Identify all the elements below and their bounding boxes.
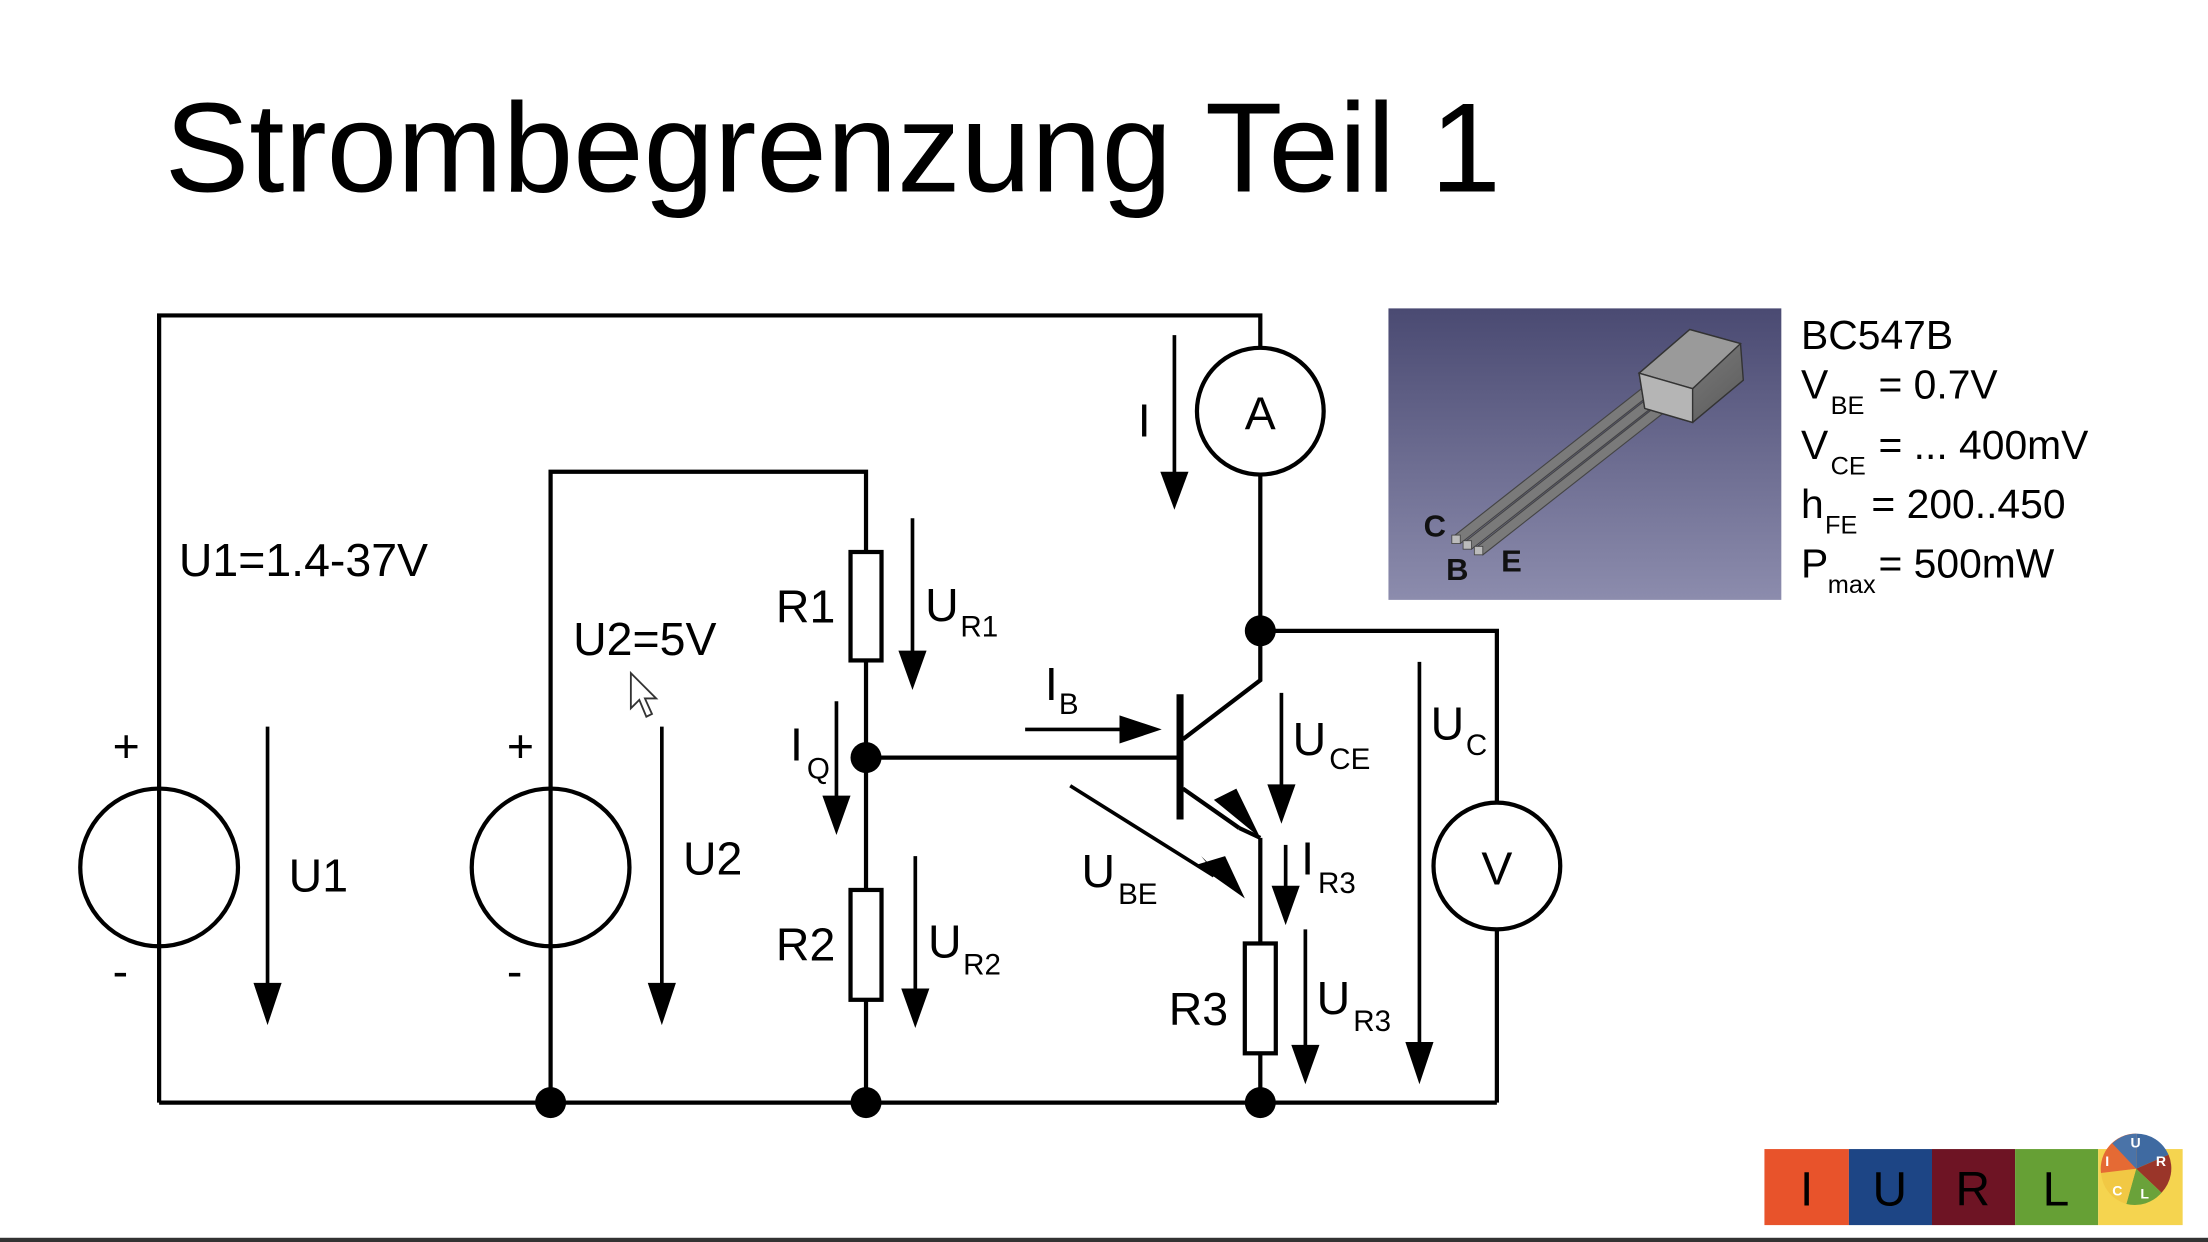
logo-letter-r: R <box>1956 1163 1991 1216</box>
wheel-letter-i: I <box>2105 1153 2109 1169</box>
spec-vce-main: V <box>1801 422 1829 468</box>
node-collector <box>1244 615 1276 647</box>
npn-transistor[interactable] <box>1176 694 1262 840</box>
current-arrow-ir3 <box>1271 844 1300 926</box>
emitter-arrow-icon <box>1213 788 1261 838</box>
current-label-ib-sub: B <box>1059 688 1079 721</box>
ammeter[interactable]: A <box>1194 345 1326 477</box>
node-base-divider <box>850 742 882 774</box>
voltage-label-u1: U1 <box>289 849 348 901</box>
spec-pmax-value: = 500mW <box>1878 540 2054 586</box>
spec-pmax-main: P <box>1801 540 1828 586</box>
source-u2-minus: - <box>507 945 522 997</box>
spec-vbe-main: V <box>1801 362 1829 408</box>
wheel-letter-l: L <box>2140 1185 2149 1201</box>
voltage-label-uce-main: U <box>1293 713 1327 765</box>
wheel-letter-r: R <box>2156 1153 2166 1169</box>
wheel-letter-u: U <box>2131 1135 2141 1151</box>
resistor-r2-label: R2 <box>776 918 835 970</box>
logo-letter-i: I <box>1800 1163 1813 1216</box>
current-label-i: I <box>1138 395 1151 447</box>
voltage-arrow-ur3 <box>1291 929 1320 1085</box>
resistor-r3-label: R3 <box>1169 983 1228 1035</box>
transistor-specs: BC547B V BE = 0.7V V CE = ... 400mV h FE… <box>1801 312 2089 599</box>
voltage-label-ur3-main: U <box>1317 972 1351 1024</box>
pin-label-c: C <box>1424 509 1446 544</box>
node-ground-u2 <box>535 1087 567 1119</box>
spec-vbe-value: = 0.7V <box>1878 362 1998 408</box>
resistor-r1-label: R1 <box>776 580 835 632</box>
page-title: Strombegrenzung Teil 1 <box>165 77 1501 219</box>
node-ground-r3 <box>1244 1087 1276 1119</box>
source-u1-value: U1=1.4-37V <box>179 534 428 586</box>
voltage-label-uc-main: U <box>1431 697 1465 749</box>
logo-block-u <box>1848 1149 1932 1226</box>
logo-block-r <box>1932 1149 2016 1226</box>
voltage-label-ube-sub: BE <box>1118 878 1157 911</box>
source-u2-plus: + <box>507 720 534 772</box>
transistor-body <box>1637 328 1745 424</box>
transistor-photo: C B E <box>1388 308 1782 600</box>
current-label-ir3-sub: R3 <box>1318 867 1356 900</box>
resistor-r3[interactable] <box>1242 941 1278 1056</box>
spec-hfe-sub: FE <box>1825 512 1857 540</box>
spec-vce-value: = ... 400mV <box>1878 422 2089 468</box>
spec-hfe-main: h <box>1801 481 1824 527</box>
logo-block-i <box>1764 1149 1849 1226</box>
ammeter-symbol: A <box>1245 387 1276 439</box>
current-arrow-ib <box>1025 715 1162 744</box>
logo-letter-l: L <box>2043 1163 2070 1216</box>
source-u1-minus: - <box>113 945 128 997</box>
voltmeter[interactable]: V <box>1431 800 1563 932</box>
voltage-label-ur2-sub: R2 <box>963 948 1001 981</box>
resistor-r2[interactable] <box>848 887 884 1002</box>
spec-hfe-value: = 200..450 <box>1871 481 2065 527</box>
spec-vbe-sub: BE <box>1831 392 1865 420</box>
current-label-ir3-main: I <box>1301 832 1314 884</box>
source-u2-value: U2=5V <box>573 613 716 665</box>
current-label-iq-main: I <box>790 718 803 770</box>
current-label-iq-sub: Q <box>807 753 830 786</box>
voltage-label-ur1-sub: R1 <box>960 610 998 643</box>
mouse-cursor-icon <box>629 670 659 719</box>
voltage-arrow-u2 <box>647 726 676 1026</box>
voltage-source-u2[interactable] <box>469 786 632 949</box>
pin-label-b: B <box>1446 552 1468 587</box>
spec-vce-sub: CE <box>1831 453 1866 481</box>
wheel-letter-c: C <box>2112 1183 2122 1199</box>
voltage-label-ube-main: U <box>1081 845 1115 897</box>
voltmeter-symbol: V <box>1481 842 1512 894</box>
voltage-arrow-ur1 <box>898 518 927 690</box>
current-arrow-i <box>1160 335 1189 510</box>
logo-letter-u: U <box>1872 1163 1907 1216</box>
voltage-label-ur1-main: U <box>925 579 959 631</box>
logo-wheel-icon: U R L C I <box>2100 1133 2172 1206</box>
voltage-label-uce-sub: CE <box>1329 743 1370 776</box>
voltage-label-ur2-main: U <box>928 916 962 968</box>
iurl-logo: I U R L U R L C I <box>1764 1133 2183 1226</box>
spec-pmax-sub: max <box>1828 571 1876 599</box>
voltage-arrow-u1 <box>253 726 282 1026</box>
resistor-r1[interactable] <box>848 549 884 663</box>
voltage-arrow-ur2 <box>901 856 930 1028</box>
source-u1-plus: + <box>113 720 140 772</box>
voltage-arrow-uce <box>1267 692 1296 824</box>
logo-block-l <box>2015 1149 2099 1226</box>
bottom-border <box>0 1237 2208 1242</box>
current-label-ib-main: I <box>1045 658 1058 710</box>
voltage-label-u2: U2 <box>683 832 742 884</box>
voltage-label-ur3-sub: R3 <box>1353 1005 1391 1038</box>
spec-name: BC547B <box>1801 312 1953 358</box>
voltage-arrow-ube <box>1069 784 1245 899</box>
voltage-label-uc-sub: C <box>1466 729 1487 762</box>
circuit-wires <box>157 313 1499 1105</box>
voltage-arrow-uc <box>1405 661 1434 1085</box>
voltage-source-u1[interactable] <box>78 786 241 949</box>
pin-label-e: E <box>1501 544 1522 579</box>
node-ground-r2 <box>850 1087 882 1119</box>
current-arrow-iq <box>822 701 851 836</box>
